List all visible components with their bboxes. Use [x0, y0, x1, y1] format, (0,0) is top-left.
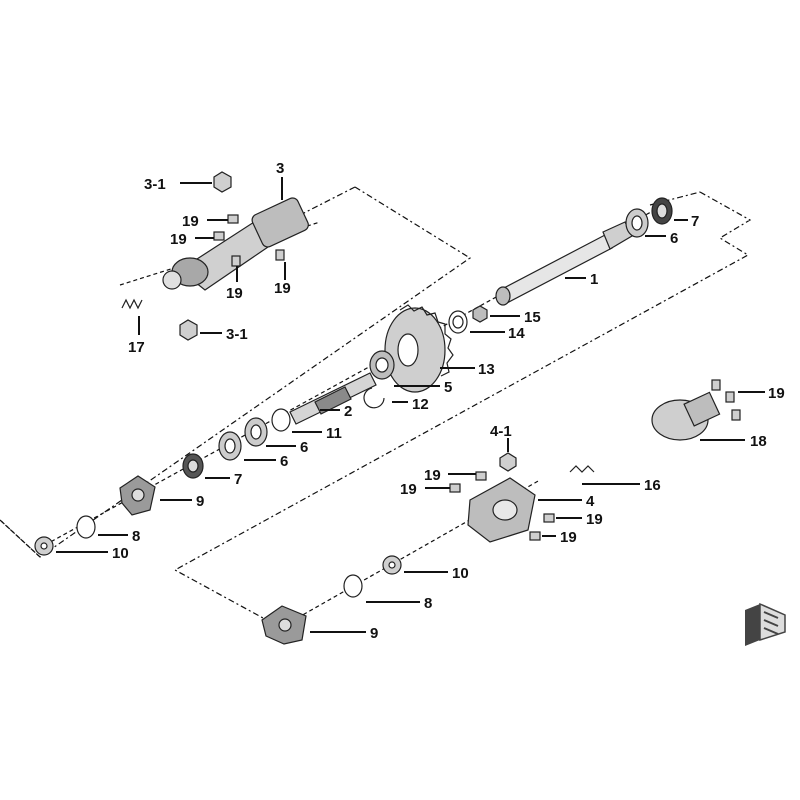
housing-part-4	[467, 477, 536, 543]
callout-19-joint-b: 19	[170, 231, 187, 248]
washer-part-8-upper	[76, 515, 96, 539]
callout-6-middle: 6	[300, 439, 308, 456]
callout-9-upper: 9	[196, 493, 204, 510]
callout-8-upper: 8	[132, 528, 140, 545]
washer-part-14	[448, 310, 468, 334]
callout-9-lower: 9	[370, 625, 378, 642]
direction-logo-icon	[745, 602, 786, 646]
bolts-housing	[449, 471, 555, 541]
upper-assembly-outline	[0, 186, 472, 558]
callout-19-joint-d: 19	[274, 280, 291, 297]
flange-part-9-lower	[261, 605, 307, 645]
callout-4: 4	[586, 493, 595, 510]
callout-19-cover: 19	[768, 385, 785, 402]
nut-part-4-1	[499, 452, 517, 472]
bolts-cover	[711, 379, 741, 421]
snap-ring-part-12	[363, 387, 385, 409]
washer-part-8-lower	[343, 574, 363, 598]
bearing-part-6-upper	[625, 208, 649, 238]
callout-7-lower: 7	[234, 471, 242, 488]
flange-part-9-upper	[119, 475, 156, 516]
bearing-part-6-middle	[244, 417, 268, 447]
nut-part-15	[472, 305, 488, 323]
callout-14: 14	[508, 325, 525, 342]
callout-3-1-top: 3-1	[144, 176, 166, 193]
pinion-shaft-part-2	[289, 372, 377, 425]
callout-10-upper: 10	[112, 545, 129, 562]
callout-10-lower: 10	[452, 565, 469, 582]
callout-19-housing-c: 19	[586, 511, 603, 528]
bolts-joint	[213, 214, 285, 267]
leader-lines	[56, 177, 765, 633]
cover-part-18	[651, 391, 721, 441]
callout-8-lower: 8	[424, 595, 432, 612]
callout-19-housing-b: 19	[400, 481, 417, 498]
shaft-part-1	[495, 221, 633, 306]
nut-part-10-lower	[382, 555, 402, 575]
callout-6-lower: 6	[280, 453, 288, 470]
callout-19-joint-a: 19	[182, 213, 199, 230]
seal-part-7-upper	[651, 197, 673, 225]
callout-6-upper: 6	[670, 230, 678, 247]
callout-11: 11	[326, 425, 342, 442]
callout-2: 2	[344, 403, 352, 420]
callout-19-housing-d: 19	[560, 529, 577, 546]
callout-15: 15	[524, 309, 541, 326]
callout-1: 1	[590, 271, 598, 288]
bearing-part-6-lower	[218, 431, 242, 461]
callout-18: 18	[750, 433, 767, 450]
joint-assembly-part-3	[162, 197, 309, 291]
callout-3: 3	[276, 160, 284, 177]
nut-part-10-upper	[34, 536, 54, 556]
spring-part-17	[121, 298, 143, 310]
callout-16: 16	[644, 477, 661, 494]
callout-19-housing-a: 19	[424, 467, 441, 484]
lower-assembly-outline	[173, 191, 752, 631]
callout-19-joint-c: 19	[226, 285, 243, 302]
bevel-gear-part-13	[384, 304, 454, 393]
spring-part-16	[569, 465, 595, 473]
nut-part-3-1-top	[213, 171, 232, 193]
seal-part-7-lower	[182, 453, 204, 479]
callout-5: 5	[444, 379, 452, 396]
bearing-part-5	[369, 350, 395, 380]
nut-part-3-1-bottom	[179, 319, 198, 341]
callout-12: 12	[412, 396, 429, 413]
callout-3-1-bottom: 3-1	[226, 326, 248, 343]
callout-17: 17	[128, 339, 145, 356]
callout-4-1: 4-1	[490, 423, 512, 440]
washer-part-11	[271, 408, 291, 432]
callout-13: 13	[478, 361, 495, 378]
callout-7-upper: 7	[691, 213, 699, 230]
